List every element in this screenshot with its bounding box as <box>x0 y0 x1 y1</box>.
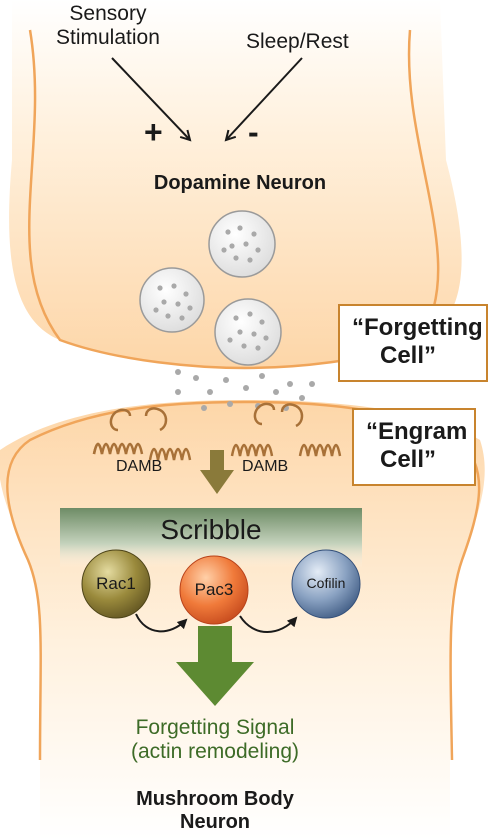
scribble-label: Scribble <box>160 514 262 545</box>
engram-cell-line2: Cell” <box>380 446 437 473</box>
dopamine-neuron-body <box>9 0 462 368</box>
rac1-label: Rac1 <box>96 574 136 593</box>
mushroom-neuron-membrane <box>6 400 481 761</box>
receptor-right <box>230 402 342 457</box>
mushroom-title-line1: Mushroom Body <box>136 788 294 810</box>
forgetting-signal-arrow <box>176 626 254 706</box>
forgetting-cell-line2: Cell” <box>380 342 437 369</box>
pac3-label: Pac3 <box>194 580 234 599</box>
forgetting-signal-text: Forgetting Signal (actin remodeling) <box>80 716 350 764</box>
receptor-to-scribble-arrow <box>200 450 234 494</box>
pac3-to-cofilin-arrow <box>239 615 298 633</box>
cofilin-label: Cofilin <box>306 575 346 591</box>
rac1-node <box>81 549 151 619</box>
dopamine-neuron-title: Dopamine Neuron <box>153 172 327 194</box>
vesicles <box>139 210 282 366</box>
damb-label-right: DAMB <box>242 458 289 475</box>
forgetting-signal-line2: (actin remodeling) <box>130 740 300 764</box>
forgetting-cell-line1: “Forgetting <box>352 314 483 341</box>
sensory-label-line2: Stimulation <box>56 26 160 50</box>
damb-label-left: DAMB <box>116 458 163 475</box>
vesicle <box>139 267 205 333</box>
minus-sign: - <box>248 114 259 150</box>
sleep-arrow <box>226 57 303 140</box>
dopamine-neuron-membrane <box>28 29 421 370</box>
plus-sign: + <box>144 114 163 150</box>
vesicle <box>214 298 282 366</box>
pac3-node <box>179 555 249 625</box>
sensory-arrow <box>111 57 190 140</box>
sleep-rest-label: Sleep/Rest <box>246 30 349 53</box>
receptors <box>92 402 342 461</box>
cofilin-node <box>291 549 361 619</box>
engram-cell-box: “Engram Cell” <box>352 408 476 486</box>
engram-cell-line1: “Engram <box>366 418 468 445</box>
receptor-left <box>92 407 192 461</box>
forgetting-cell-box: “Forgetting Cell” <box>338 304 488 382</box>
vesicle <box>208 210 276 278</box>
mushroom-title-line2: Neuron <box>180 811 250 833</box>
sensory-stimulation-label: Sensory Stimulation <box>56 2 160 50</box>
rac1-to-pac3-arrow <box>135 613 188 633</box>
sensory-label-line1: Sensory <box>69 2 147 25</box>
mushroom-body-neuron-title: Mushroom Body Neuron <box>80 788 350 834</box>
forgetting-signal-line1: Forgetting Signal <box>135 716 295 739</box>
